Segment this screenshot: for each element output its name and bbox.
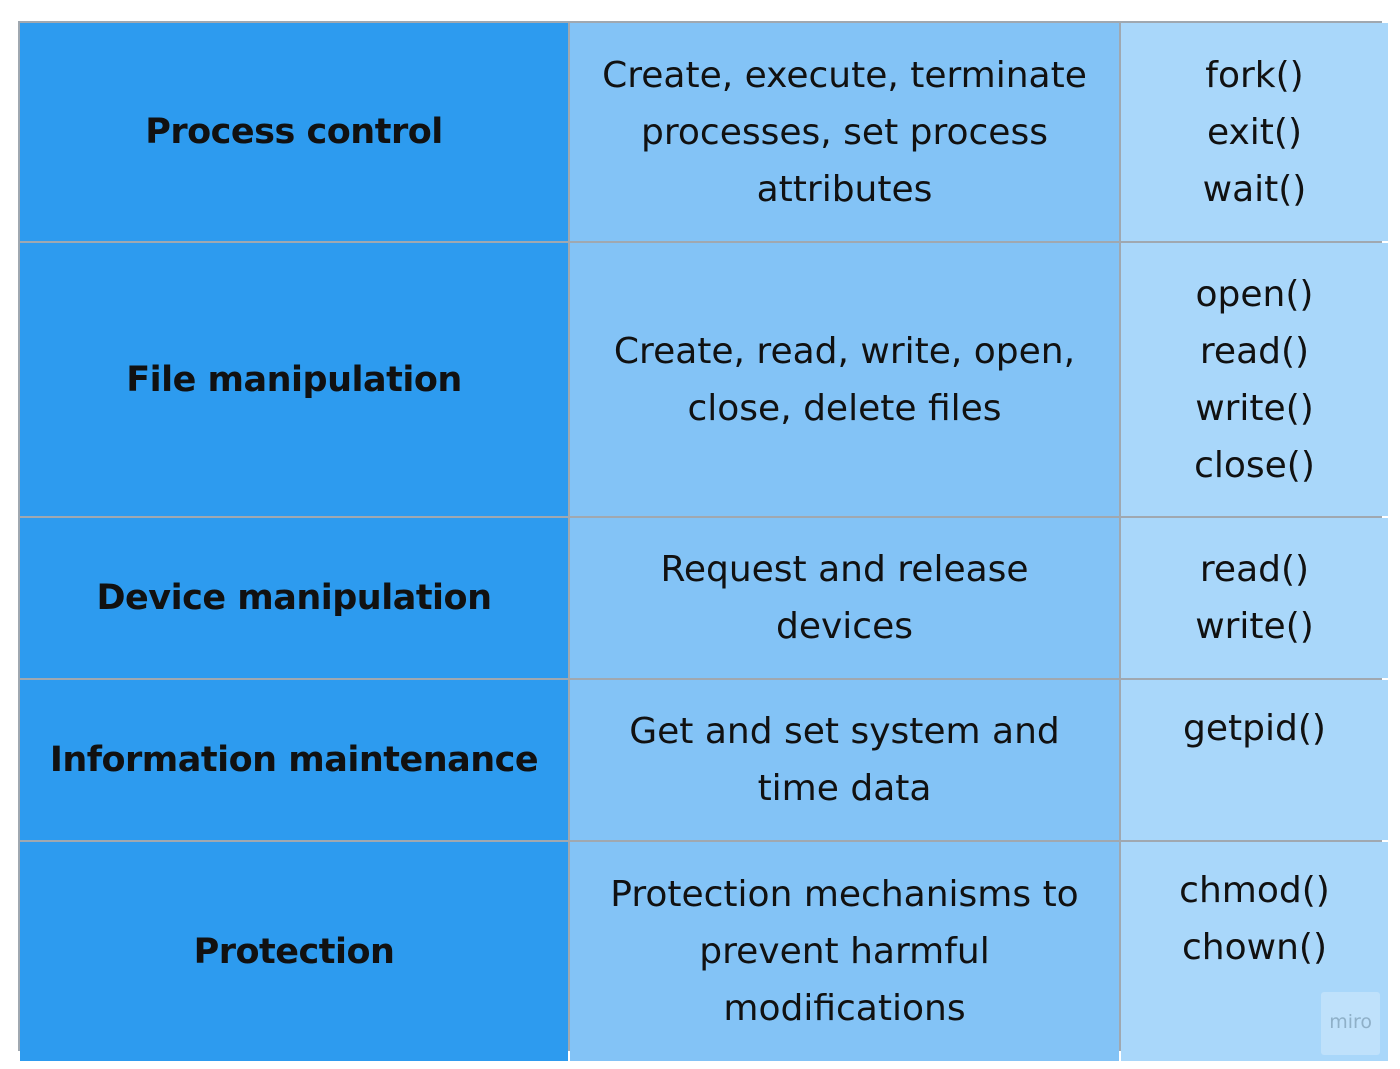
description-text: Protection mechanisms to prevent harmful… bbox=[610, 874, 1079, 1029]
call-name: chmod() bbox=[1179, 870, 1330, 911]
calls-cell: read() write() bbox=[1121, 518, 1388, 678]
call-name: open() bbox=[1195, 273, 1314, 315]
calls-cell: chmod() chown() miro bbox=[1121, 842, 1388, 1061]
call-name: chown() bbox=[1182, 927, 1327, 968]
calls-cell: open() read() write() close() bbox=[1121, 243, 1388, 516]
category-cell: Process control bbox=[20, 23, 568, 241]
call-name: read() bbox=[1199, 549, 1310, 590]
description-cell: Get and set system and time data bbox=[570, 680, 1119, 840]
call-name: exit() bbox=[1206, 111, 1303, 153]
system-calls-table: Process control Create, execute, termina… bbox=[18, 21, 1388, 1061]
category-label: Information maintenance bbox=[49, 740, 539, 780]
call-name: wait() bbox=[1202, 168, 1307, 210]
description-text: Create, execute, terminate processes, se… bbox=[602, 54, 1087, 210]
category-label: Process control bbox=[145, 112, 443, 152]
category-cell: File manipulation bbox=[20, 243, 568, 516]
miro-watermark: miro bbox=[1321, 992, 1380, 1055]
calls-cell: getpid() bbox=[1121, 680, 1388, 840]
calls-cell: fork() exit() wait() bbox=[1121, 23, 1388, 241]
description-cell: Create, execute, terminate processes, se… bbox=[570, 23, 1119, 241]
category-cell: Protection bbox=[20, 842, 568, 1061]
category-label: Protection bbox=[193, 931, 395, 972]
category-label: File manipulation bbox=[126, 359, 462, 400]
call-name: read() bbox=[1199, 330, 1310, 372]
call-name: close() bbox=[1194, 444, 1315, 486]
description-text: Get and set system and time data bbox=[629, 711, 1060, 809]
description-text: Request and release devices bbox=[660, 549, 1029, 647]
description-cell: Create, read, write, open, close, delete… bbox=[570, 243, 1119, 516]
call-name: write() bbox=[1195, 606, 1314, 647]
category-cell: Information maintenance bbox=[20, 680, 568, 840]
call-name: getpid() bbox=[1183, 708, 1326, 749]
category-cell: Device manipulation bbox=[20, 518, 568, 678]
description-text: Create, read, write, open, close, delete… bbox=[613, 330, 1076, 429]
call-name: fork() bbox=[1205, 54, 1304, 96]
call-name: write() bbox=[1195, 387, 1314, 429]
description-cell: Request and release devices bbox=[570, 518, 1119, 678]
category-label: Device manipulation bbox=[96, 578, 492, 618]
description-cell: Protection mechanisms to prevent harmful… bbox=[570, 842, 1119, 1061]
